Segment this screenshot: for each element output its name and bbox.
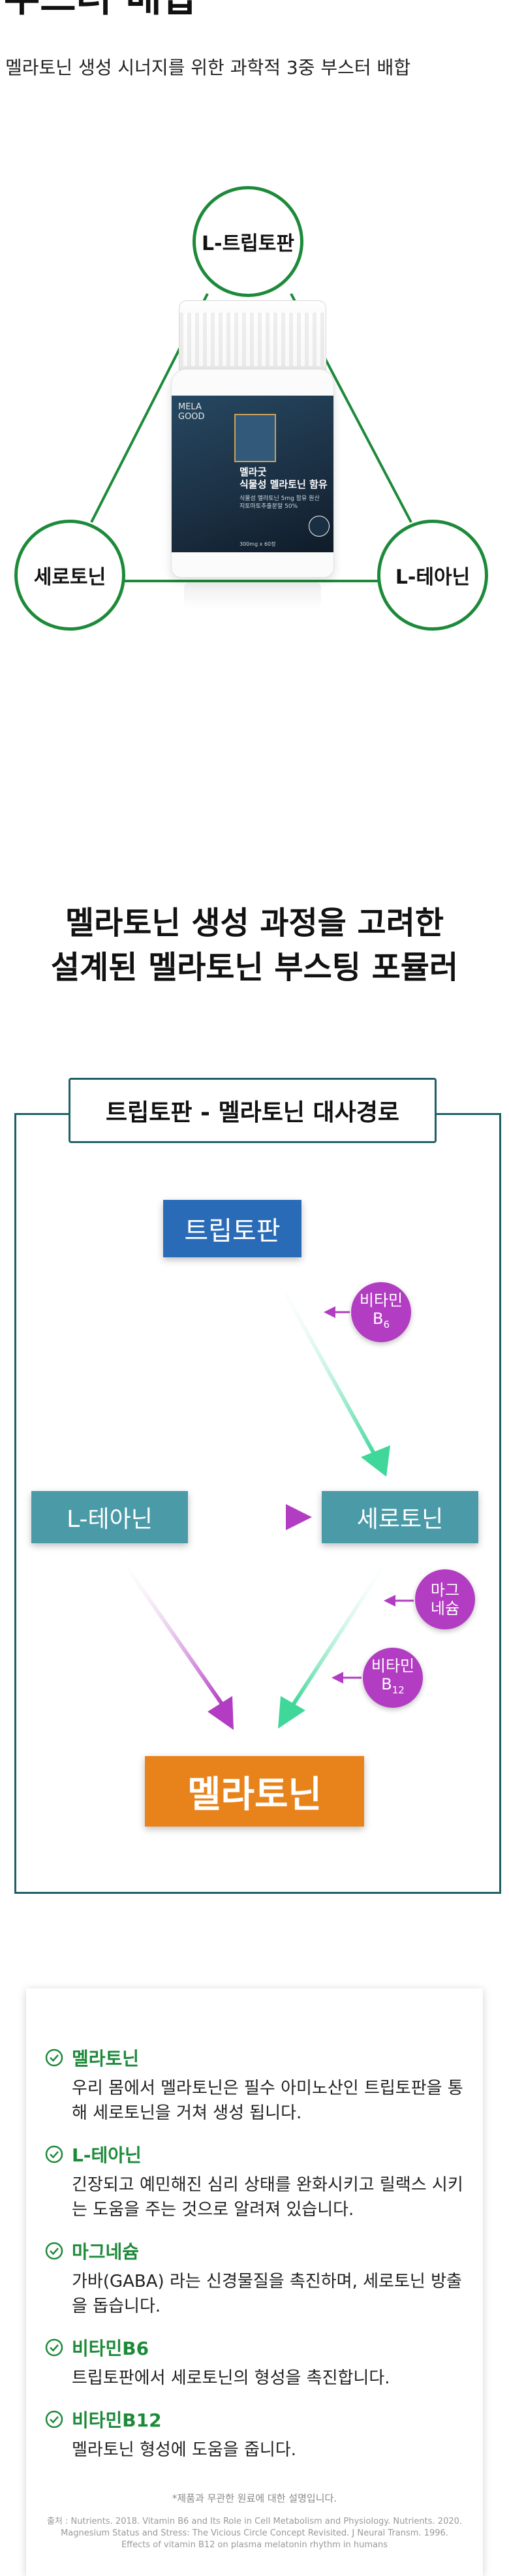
heading-line-2: 설계된 멜라토닌 부스팅 포뮬러: [50, 949, 459, 986]
check-circle-icon: [45, 2049, 63, 2067]
arrowhead-b6: [324, 1306, 335, 1318]
check-circle-icon: [45, 2410, 63, 2428]
product-bottle: MELA GOOD 멜라굿 식물성 멜라토닌 함유 식물성 멜라토닌 5mg 함…: [171, 300, 334, 608]
arrow-serotonin-melatonin: [292, 1552, 393, 1705]
certification-seal-icon: [309, 516, 330, 537]
serotonin-circle: 세로토닌: [14, 520, 125, 631]
arrowhead-tryptophan-serotonin: [361, 1445, 390, 1477]
info-item-vitamin-b6: 비타민B6 트립토판에서 세로토닌의 형성을 촉진합니다.: [44, 2334, 470, 2391]
info-description: 트립토판에서 세로토닌의 형성을 촉진합니다.: [72, 2368, 390, 2388]
info-title: 마그네슘: [72, 2241, 140, 2263]
arrow-tryptophan-serotonin: [272, 1272, 377, 1457]
info-item-vitamin-b12: 비타민B12 멜라토닌 형성에 도움을 줍니다.: [44, 2406, 470, 2462]
ingredient-info-card: 멜라토닌 우리 몸에서 멜라토닌은 필수 아미노산인 트립토판을 통해 세로토닌…: [26, 1988, 483, 2576]
night-window-illustration: [234, 414, 276, 462]
brand-logo: MELA GOOD: [178, 402, 205, 422]
info-title: 멜라토닌: [72, 2048, 140, 2069]
magnesium-bubble: 마그 네슘: [415, 1569, 475, 1629]
vitamin-b12-bubble: 비타민 B12: [363, 1648, 423, 1708]
vitamin-b6-bubble: 비타민 B6: [351, 1282, 411, 1342]
info-item-theanine: L-테아닌 긴장되고 예민해진 심리 상태를 완화시키고 릴랙스 시키는 도움을…: [44, 2141, 470, 2222]
product-quantity: 300mg x 60정: [239, 541, 276, 547]
theanine-circle: L-테아닌: [377, 520, 488, 631]
section-heading: 멜라토닌 생성 과정을 고려한 설계된 멜라토닌 부스팅 포뮬러: [0, 901, 509, 990]
bottle-cap: [179, 300, 326, 373]
info-description: 긴장되고 예민해진 심리 상태를 완화시키고 릴랙스 시키는 도움을 주는 것으…: [72, 2175, 463, 2220]
info-description: 가바(GABA) 라는 신경물질을 촉진하며, 세로토닌 방출을 돕습니다.: [72, 2272, 462, 2316]
heading-line-1: 멜라토닌 생성 과정을 고려한: [65, 905, 444, 941]
check-circle-icon: [45, 2145, 63, 2163]
info-description: 멜라토닌 형성에 도움을 줍니다.: [72, 2440, 297, 2460]
arrowhead-serotonin-melatonin: [278, 1696, 305, 1729]
pathway-arrows: [116, 1272, 414, 1730]
serotonin-node: 세로토닌: [322, 1491, 478, 1543]
arrowhead-b12: [332, 1672, 343, 1684]
arrowhead-theanine-melatonin: [208, 1696, 234, 1730]
theanine-node: L-테아닌: [31, 1491, 188, 1543]
melatonin-node: 멜라토닌: [145, 1756, 364, 1827]
disclaimer-footnote: *제품과 무관한 원료에 대한 설명입니다.: [172, 2492, 337, 2504]
arrowhead-theanine-serotonin: [286, 1504, 312, 1530]
info-title: L-테아닌: [72, 2144, 142, 2166]
tryptophan-node: 트립토판: [163, 1200, 301, 1257]
check-circle-icon: [45, 2338, 63, 2357]
pathway-title: 트립토판 - 멜라토닌 대사경로: [69, 1078, 437, 1143]
product-name: 멜라굿 식물성 멜라토닌 함유: [239, 466, 328, 490]
bottle-label: MELA GOOD 멜라굿 식물성 멜라토닌 함유 식물성 멜라토닌 5mg 함…: [172, 396, 333, 552]
info-title: 비타민B12: [72, 2410, 162, 2431]
info-title: 비타민B6: [72, 2338, 149, 2359]
info-item-melatonin: 멜라토닌 우리 몸에서 멜라토닌은 필수 아미노산인 트립토판을 통해 세로토닌…: [44, 2045, 470, 2126]
tryptophan-circle: L-트립토판: [193, 186, 303, 297]
bottle-reflection: [184, 582, 321, 608]
info-description: 우리 몸에서 멜라토닌은 필수 아미노산인 트립토판을 통해 세로토닌을 거쳐 …: [72, 2079, 463, 2123]
arrowhead-magnesium: [384, 1595, 395, 1607]
page-subtitle: 멜라토닌 생성 시너지를 위한 과학적 3중 부스터 배합: [5, 57, 411, 78]
info-item-magnesium: 마그네슘 가바(GABA) 라는 신경물질을 촉진하며, 세로토닌 방출을 돕습…: [44, 2238, 470, 2319]
check-circle-icon: [45, 2242, 63, 2260]
arrow-theanine-melatonin: [116, 1552, 224, 1705]
product-description: 식물성 멜라토닌 5mg 함유 원산지토마토추출분말 50%: [239, 495, 320, 510]
bottle-body: MELA GOOD 멜라굿 식물성 멜라토닌 함유 식물성 멜라토닌 5mg 함…: [171, 369, 334, 578]
